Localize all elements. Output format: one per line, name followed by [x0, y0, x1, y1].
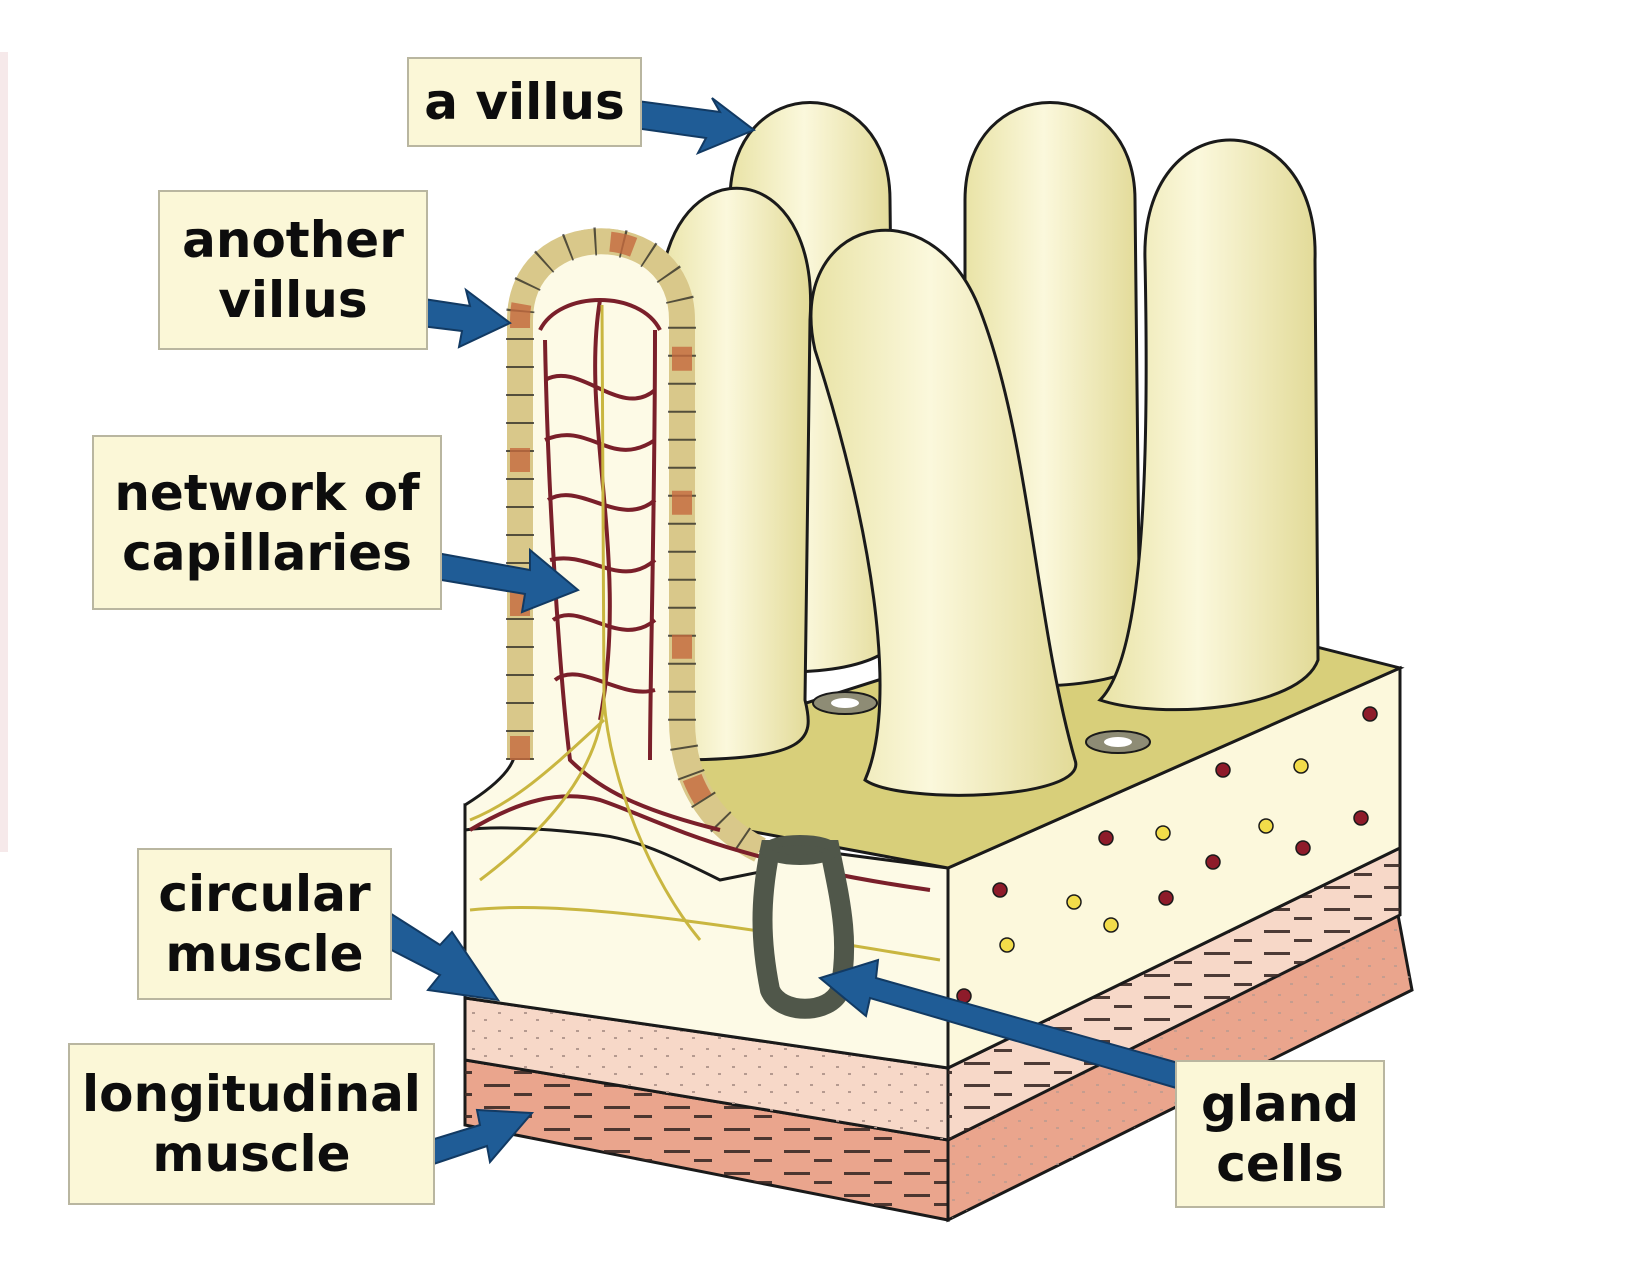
cutaway-villus — [463, 227, 941, 962]
label-another-villus: another villus — [158, 190, 428, 350]
label-network-of-capillaries: network of capillaries — [92, 435, 442, 610]
page-edge-strip — [0, 52, 8, 852]
label-gland-cells: gland cells — [1175, 1060, 1385, 1208]
gland-openings — [812, 691, 1151, 754]
villi — [656, 101, 1320, 797]
circular-muscle-layer — [463, 845, 1402, 1143]
gland-cells-arrow — [817, 958, 1198, 1094]
label-a-villus: a villus — [407, 57, 642, 147]
gland-crypt — [752, 835, 855, 1019]
villus-arrow — [633, 97, 756, 155]
label-circular-muscle: circular muscle — [137, 848, 392, 1000]
label-longitudinal-muscle: longitudinal muscle — [68, 1043, 435, 1205]
vessel-dots — [956, 706, 1378, 1004]
